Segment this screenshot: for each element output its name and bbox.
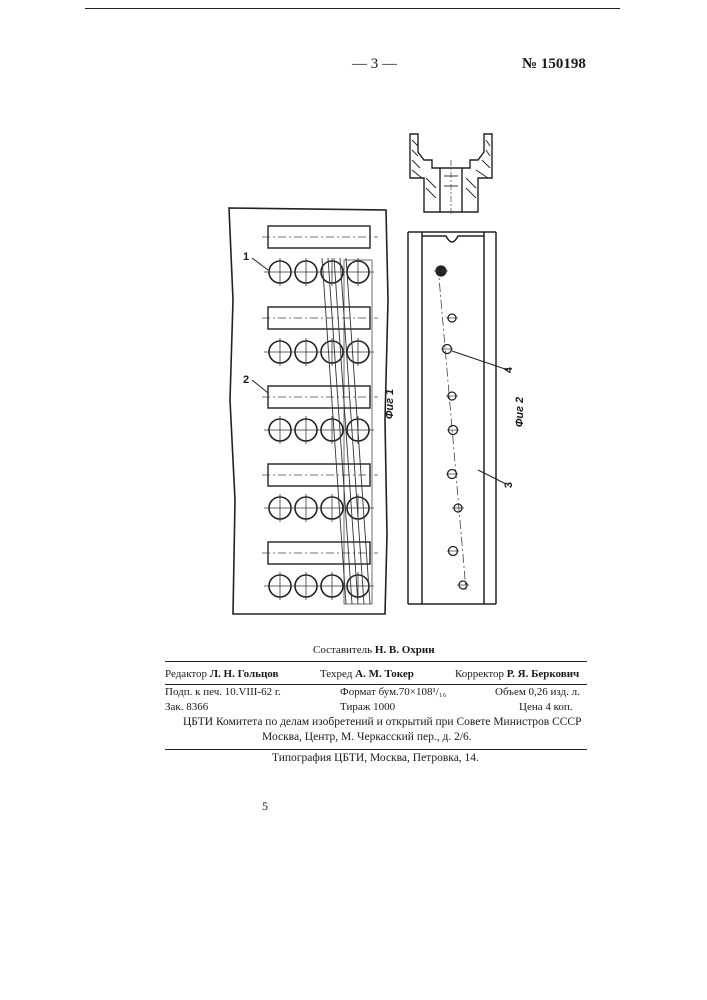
fig2-holes bbox=[436, 266, 467, 589]
editor-line: Редактор Л. Н. Гольцов bbox=[165, 668, 278, 681]
publisher-line-1: ЦБТИ Комитета по делам изобретений и отк… bbox=[183, 716, 582, 729]
techred-name: А. М. Токер bbox=[355, 668, 414, 680]
fig2-profile bbox=[408, 232, 496, 604]
technical-drawing bbox=[0, 0, 707, 640]
price: Цена 4 коп. bbox=[519, 701, 573, 714]
corrector-name: Р. Я. Беркович bbox=[507, 668, 579, 680]
callout-label-3: 3 bbox=[503, 482, 515, 488]
fig1-slots bbox=[268, 226, 370, 564]
techred-line: Техред А. М. Токер bbox=[320, 668, 414, 681]
compiler-line: Составитель Н. В. Охрин bbox=[313, 644, 435, 657]
editor-name: Л. Н. Гольцов bbox=[210, 668, 279, 680]
imprint-rule-2 bbox=[165, 684, 587, 685]
corrector-line: Корректор Р. Я. Беркович bbox=[455, 668, 579, 681]
paper-format: Формат бум.70×108¹/₁₆ bbox=[340, 686, 447, 699]
callout-label-2: 2 bbox=[243, 374, 249, 386]
compiler-label: Составитель bbox=[313, 644, 372, 656]
editor-label: Редактор bbox=[165, 668, 207, 680]
fig1-caption: Фиг 1 bbox=[384, 389, 396, 419]
volume: Объем 0,26 изд. л. bbox=[495, 686, 580, 699]
callout-label-4: 4 bbox=[503, 367, 515, 373]
fig2-caption: Фиг 2 bbox=[514, 397, 526, 427]
imprint-rule-1 bbox=[165, 661, 587, 662]
compiler-name: Н. В. Охрин bbox=[375, 644, 435, 656]
order-number: Зак. 8366 bbox=[165, 701, 208, 714]
imprint-rule-3 bbox=[165, 749, 587, 750]
techred-label: Техред bbox=[320, 668, 352, 680]
typography-line: Типография ЦБТИ, Москва, Петровка, 14. bbox=[272, 752, 479, 765]
corrector-label: Корректор bbox=[455, 668, 504, 680]
publisher-line-2: Москва, Центр, М. Черкасский пер., д. 2/… bbox=[262, 731, 472, 744]
page-number: 5 bbox=[262, 800, 268, 813]
signed-date: Подп. к печ. 10.VIII-62 г. bbox=[165, 686, 281, 699]
print-run: Тираж 1000 bbox=[340, 701, 395, 714]
callout-label-1: 1 bbox=[243, 251, 249, 263]
